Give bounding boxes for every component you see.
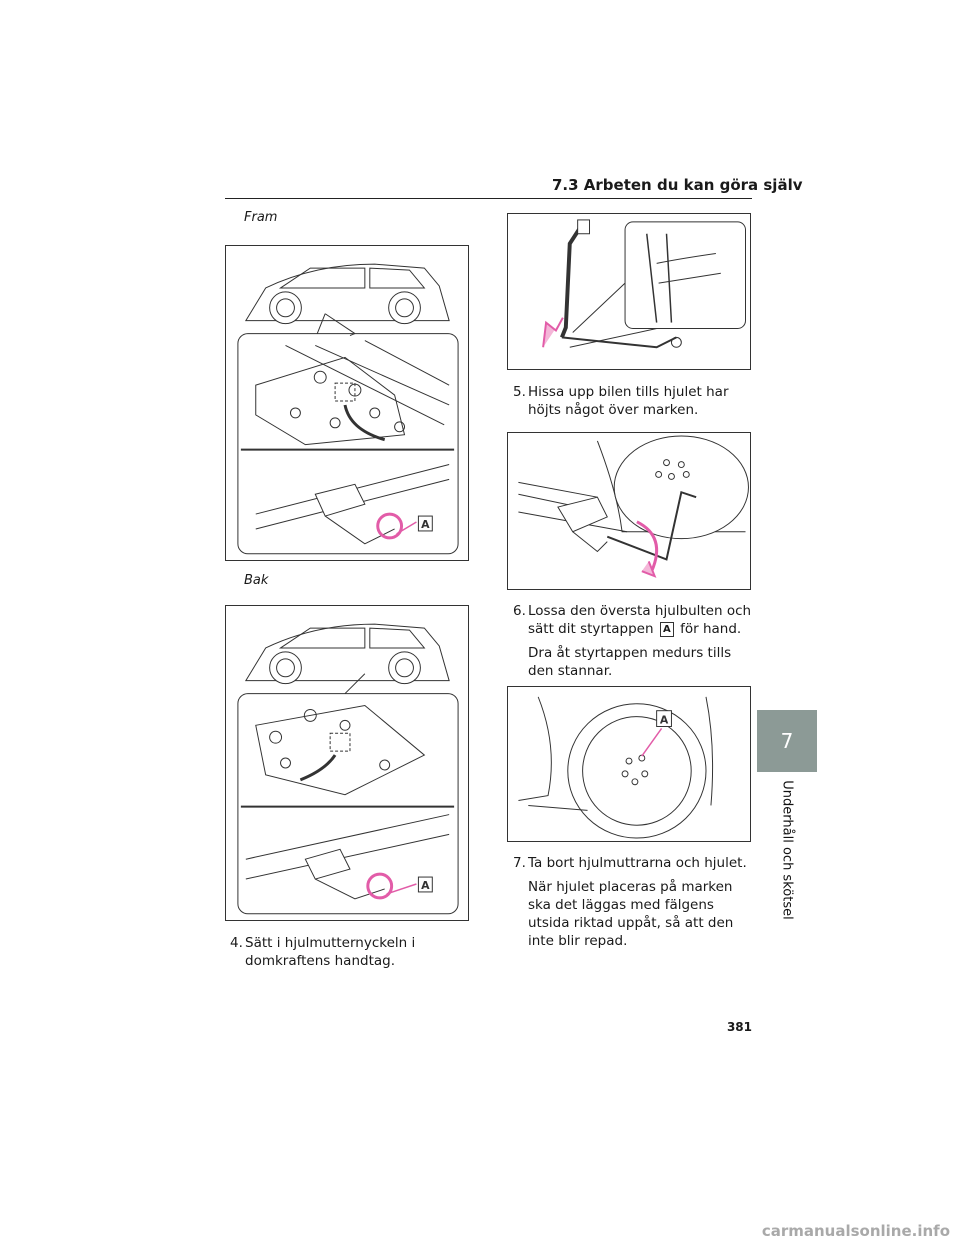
step-6: 6. Lossa den översta hjulbulten och sätt… bbox=[513, 603, 752, 679]
figure-label-a: A bbox=[660, 714, 669, 727]
label-a-badge: A bbox=[659, 621, 674, 637]
figure-label-a: A bbox=[421, 518, 430, 531]
rear-jack-point-figure: A bbox=[225, 605, 469, 921]
step-5: 5. Hissa upp bilen tills hjulet har höjt… bbox=[513, 384, 729, 418]
front-caption: Fram bbox=[244, 210, 278, 225]
guide-bolt-figure: A bbox=[507, 686, 751, 842]
raise-vehicle-figure bbox=[507, 432, 751, 590]
header-rule bbox=[225, 198, 752, 199]
figure-label-a: A bbox=[421, 879, 430, 892]
chapter-tab: 7 bbox=[757, 710, 817, 772]
section-title: 7.3 Arbeten du kan göra själv bbox=[552, 176, 803, 194]
step-4: 4. Sätt i hjulmutternyckeln i domkraften… bbox=[230, 935, 416, 969]
chapter-label: Underhåll och skötsel bbox=[779, 780, 795, 920]
rear-caption: Bak bbox=[244, 573, 269, 588]
watermark: carmanualsonline.info bbox=[761, 1222, 950, 1240]
front-jack-point-figure: A bbox=[225, 245, 469, 561]
step-7: 7. Ta bort hjulmuttrarna och hjulet. När… bbox=[513, 855, 747, 949]
wrench-handle-figure bbox=[507, 213, 751, 370]
page-number: 381 bbox=[726, 1020, 752, 1034]
